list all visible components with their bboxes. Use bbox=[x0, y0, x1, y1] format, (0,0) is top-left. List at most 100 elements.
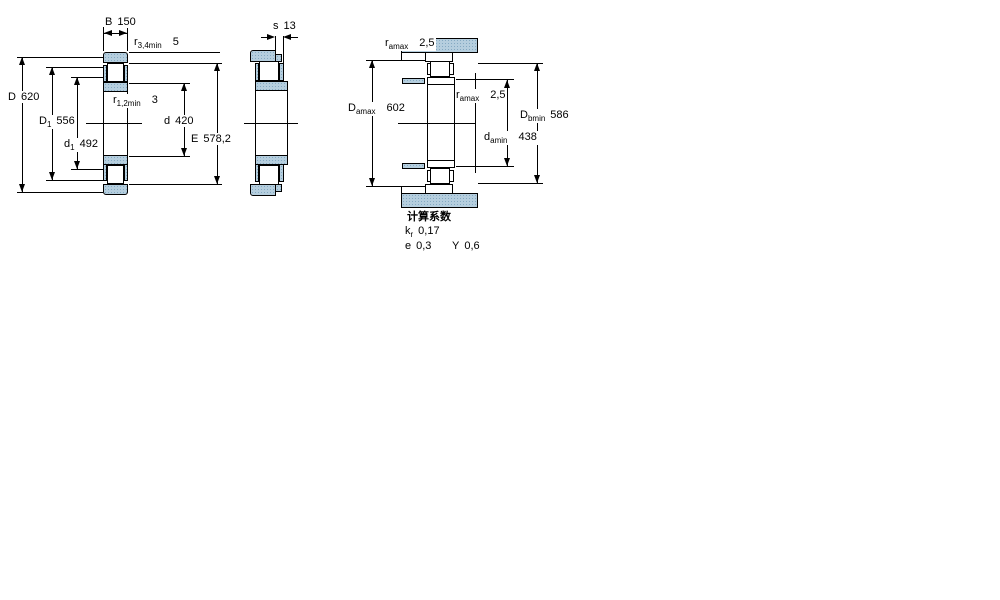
ext-line-d1-top bbox=[71, 77, 103, 78]
arrow-B-right bbox=[119, 30, 127, 36]
dim-line-D bbox=[22, 57, 23, 192]
flange-top-left bbox=[427, 63, 431, 75]
factors-title: 计算系数 bbox=[406, 211, 452, 224]
roller-bottom bbox=[430, 168, 450, 184]
centerline bbox=[86, 123, 142, 124]
inner-ring-top-band bbox=[255, 81, 288, 91]
housing-shoulder-bottom-edge bbox=[401, 186, 402, 193]
shaft-abutment-bottom bbox=[402, 163, 425, 169]
ext-line-D1-top bbox=[46, 67, 103, 68]
inner-ring-flange-bottom-left bbox=[255, 164, 259, 182]
flange-bottom-left bbox=[427, 170, 431, 182]
arrow-D-bottom bbox=[19, 184, 25, 192]
arrow-d-bottom bbox=[181, 148, 187, 156]
dim-line-d1 bbox=[77, 77, 78, 169]
dim-line-s-right-tail bbox=[291, 37, 298, 38]
ref-line-shaft-face bbox=[475, 73, 476, 173]
housing-shoulder-top-edge bbox=[401, 53, 402, 60]
ext-line-B-right bbox=[127, 27, 128, 51]
ext-line-damin-bottom bbox=[456, 166, 514, 167]
ref-line-r34 bbox=[129, 52, 220, 53]
arrow-d1-bottom bbox=[74, 161, 80, 169]
arrow-damin-bottom bbox=[504, 158, 510, 166]
outer-ring-top-band bbox=[103, 52, 128, 63]
inner-ring-flange-top-left bbox=[103, 65, 107, 82]
housing-shoulder-top-line bbox=[401, 60, 425, 61]
ext-line-d-top bbox=[129, 83, 190, 84]
housing-hatch-bottom bbox=[401, 193, 478, 208]
ext-line-Damax-bottom bbox=[366, 186, 401, 187]
outer-ring-bottom-band bbox=[250, 184, 276, 196]
dim-line-s-left-tail bbox=[261, 37, 268, 38]
dim-line-Damax bbox=[372, 60, 373, 186]
inner-ring-bottom-band bbox=[103, 155, 128, 165]
ext-line-Dbmin-top bbox=[478, 63, 543, 64]
ext-line-d-bottom bbox=[129, 156, 190, 157]
ext-line-E-bottom bbox=[129, 184, 222, 185]
outer-ring-bottom-band bbox=[425, 184, 453, 194]
roller-top bbox=[107, 63, 124, 82]
dim-line-B bbox=[104, 33, 127, 34]
arrow-D1-bottom bbox=[49, 172, 55, 180]
dim-line-E bbox=[217, 63, 218, 184]
inner-ring-flange-bottom-right bbox=[279, 164, 284, 182]
inner-ring-flange-top-right bbox=[124, 65, 128, 82]
arrow-Dbmin-bottom bbox=[534, 175, 540, 183]
leader-s-inner-ring bbox=[283, 36, 284, 64]
bore-edge-left bbox=[427, 85, 428, 160]
arrow-B-left bbox=[104, 30, 112, 36]
outer-ring-bottom-band bbox=[103, 184, 128, 195]
arrow-E-bottom bbox=[214, 176, 220, 184]
centerline bbox=[244, 123, 298, 124]
roller-top bbox=[259, 61, 279, 81]
ext-line-D-top bbox=[17, 57, 103, 58]
housing-shoulder-bottom-line bbox=[401, 186, 425, 187]
inner-ring-flange-bottom-left bbox=[103, 164, 107, 181]
outer-ring-bottom-step bbox=[275, 184, 282, 192]
inner-ring-top-band bbox=[103, 82, 128, 92]
ext-line-d1-bottom bbox=[71, 169, 103, 170]
arrow-D1-top bbox=[49, 67, 55, 75]
inner-ring-top-band bbox=[427, 77, 455, 85]
arrow-s-right bbox=[283, 34, 291, 40]
ext-line-D1-bottom bbox=[46, 180, 103, 181]
arrow-d-top bbox=[181, 83, 187, 91]
inner-ring-flange-bottom-right bbox=[124, 164, 128, 181]
arrow-s-left bbox=[267, 34, 275, 40]
ext-line-B-left bbox=[103, 27, 104, 51]
arrow-E-top bbox=[214, 63, 220, 71]
arrow-Damax-bottom bbox=[369, 178, 375, 186]
roller-bottom bbox=[259, 165, 279, 185]
ext-line-Dbmin-bottom bbox=[478, 183, 543, 184]
inner-ring-bottom-band bbox=[427, 160, 455, 168]
ext-line-Damax-top bbox=[366, 60, 401, 61]
inner-ring-flange-top-right bbox=[279, 63, 284, 81]
arrow-Dbmin-top bbox=[534, 63, 540, 71]
arrow-D-top bbox=[19, 57, 25, 65]
flange-bottom-right bbox=[449, 170, 454, 182]
inner-ring-flange-top-left bbox=[255, 63, 259, 81]
centerline bbox=[398, 123, 476, 124]
arrow-damin-top bbox=[504, 80, 510, 88]
roller-top bbox=[430, 61, 450, 77]
ext-line-E-top bbox=[129, 63, 222, 64]
flange-top-right bbox=[449, 63, 454, 75]
bore-edge-right bbox=[454, 85, 455, 160]
